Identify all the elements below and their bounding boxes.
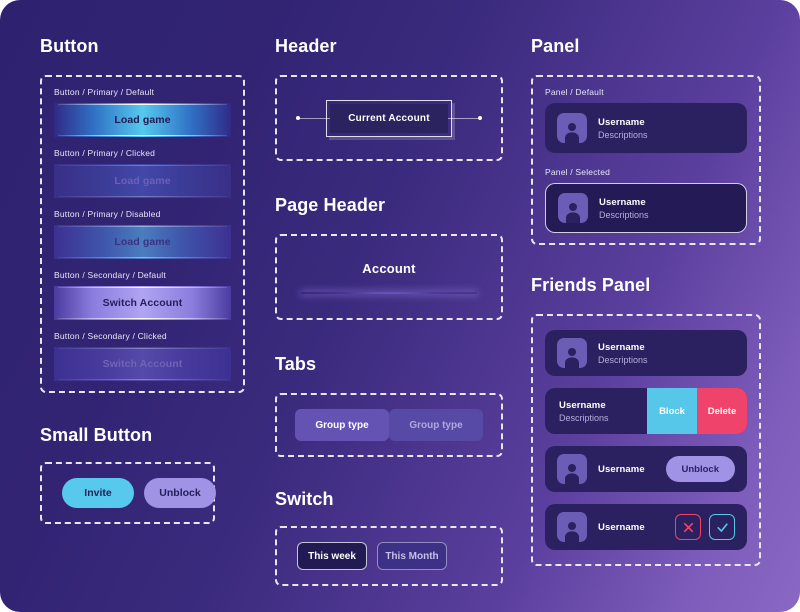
tab-group-type-inactive[interactable]: Group type <box>389 409 483 441</box>
spec-label-primary-default: Button / Primary / Default <box>54 87 155 97</box>
avatar-icon <box>557 113 587 143</box>
spacer <box>545 153 747 167</box>
button-primary-default[interactable]: Load game <box>54 103 231 137</box>
spec-box-buttons: Button / Primary / Default Load game But… <box>40 75 245 393</box>
friend-username: Username <box>559 399 606 411</box>
friend-username: Username <box>598 341 645 353</box>
section-title-header: Header <box>275 36 337 56</box>
friend-main: Username <box>545 454 666 484</box>
spec-box-header: Current Account <box>275 75 503 161</box>
button-primary-clicked[interactable]: Load game <box>54 164 231 198</box>
button-secondary-default[interactable]: Switch Account <box>54 286 231 320</box>
spec-box-panel: Panel / Default Username Descriptions Pa… <box>531 75 761 245</box>
section-title-small-button: Small Button <box>40 425 153 445</box>
spec-label-secondary-clicked: Button / Secondary / Clicked <box>54 331 167 341</box>
panel-description: Descriptions <box>598 129 648 140</box>
header-dot-left <box>296 116 300 120</box>
spacer <box>54 259 231 270</box>
friend-username: Username <box>598 521 645 533</box>
spacer <box>54 198 231 209</box>
page-header-component: Account <box>289 246 489 308</box>
close-icon <box>683 522 693 532</box>
invite-button[interactable]: Invite <box>62 478 134 508</box>
tabs-component: Group type Group type <box>289 405 489 445</box>
header-dot-right <box>478 116 482 120</box>
friend-description: Descriptions <box>598 354 648 365</box>
friend-row-accept-reject[interactable]: Username <box>545 504 747 550</box>
column-buttons: Button Button / Primary / Default Load g… <box>40 0 245 524</box>
friend-main: Username Descriptions <box>545 338 747 368</box>
friend-row-swipe-actions[interactable]: Username Descriptions Block Delete <box>545 388 747 434</box>
page-header-heading: Account <box>362 260 416 276</box>
column-header-tabs: Header Current Account Page Header Accou… <box>275 0 503 586</box>
switch-component: This week This Month <box>289 538 489 574</box>
spec-label-primary-disabled: Button / Primary / Disabled <box>54 209 161 219</box>
panel-username: Username <box>599 196 646 208</box>
friend-username: Username <box>598 463 645 475</box>
section-title-friends-panel: Friends Panel <box>531 275 651 295</box>
current-account-chip[interactable]: Current Account <box>326 99 452 137</box>
friend-main: Username <box>545 512 675 542</box>
avatar-icon <box>557 454 587 484</box>
friend-main: Username Descriptions <box>545 400 647 423</box>
button-secondary-clicked[interactable]: Switch Account <box>54 347 231 381</box>
spec-box-friends-panel: Username Descriptions Username Descripti… <box>531 314 761 566</box>
friend-row-plain[interactable]: Username Descriptions <box>545 330 747 376</box>
panel-text-group: Username Descriptions <box>599 197 649 220</box>
unblock-action-button[interactable]: Unblock <box>665 456 735 482</box>
spacer <box>54 137 231 148</box>
button-primary-disabled: Load game <box>54 225 231 259</box>
block-action-button[interactable]: Block <box>647 388 697 434</box>
friend-row-unblock[interactable]: Username Unblock <box>545 446 747 492</box>
switch-option-this-week[interactable]: This week <box>297 542 367 570</box>
section-title-panel: Panel <box>531 36 580 56</box>
switch-option-this-month[interactable]: This Month <box>377 542 447 570</box>
request-action-group <box>675 514 735 540</box>
panel-card-default[interactable]: Username Descriptions <box>545 103 747 153</box>
section-title-page-header: Page Header <box>275 195 386 215</box>
reject-button[interactable] <box>675 514 701 540</box>
accept-button[interactable] <box>709 514 735 540</box>
section-title-button: Button <box>40 36 99 56</box>
spacer <box>54 320 231 331</box>
page-header-glow-divider <box>301 291 477 294</box>
friend-description: Descriptions <box>559 412 609 423</box>
small-button-row: Invite Unblock <box>54 474 216 512</box>
panel-text-group: Username Descriptions <box>598 117 648 140</box>
spec-box-small-buttons: Invite Unblock <box>40 462 216 524</box>
avatar-icon <box>557 512 587 542</box>
delete-action-button[interactable]: Delete <box>697 388 747 434</box>
avatar-icon <box>557 338 587 368</box>
spec-label-secondary-default: Button / Secondary / Default <box>54 270 166 280</box>
section-title-switch: Switch <box>275 489 334 509</box>
panel-card-selected[interactable]: Username Descriptions <box>545 183 747 233</box>
panel-username: Username <box>598 116 645 128</box>
spec-box-page-header: Account <box>275 234 503 320</box>
spec-box-tabs: Group type Group type <box>275 393 503 457</box>
spec-label-primary-clicked: Button / Primary / Clicked <box>54 148 156 158</box>
tab-group-type-active[interactable]: Group type <box>295 409 389 441</box>
section-title-tabs: Tabs <box>275 354 317 374</box>
panel-description: Descriptions <box>599 209 649 220</box>
unblock-button[interactable]: Unblock <box>144 478 216 508</box>
header-component: Current Account <box>289 87 489 149</box>
current-account-label: Current Account <box>330 103 448 133</box>
spec-label-panel-selected: Panel / Selected <box>545 167 611 177</box>
spec-label-panel-default: Panel / Default <box>545 87 604 97</box>
friend-text-group: Username Descriptions <box>559 400 609 423</box>
friend-text-group: Username Descriptions <box>598 342 648 365</box>
check-icon <box>716 522 728 532</box>
avatar-icon <box>558 193 588 223</box>
column-panels: Panel Panel / Default Username Descripti… <box>531 0 761 566</box>
spec-box-switch: This week This Month <box>275 526 503 586</box>
